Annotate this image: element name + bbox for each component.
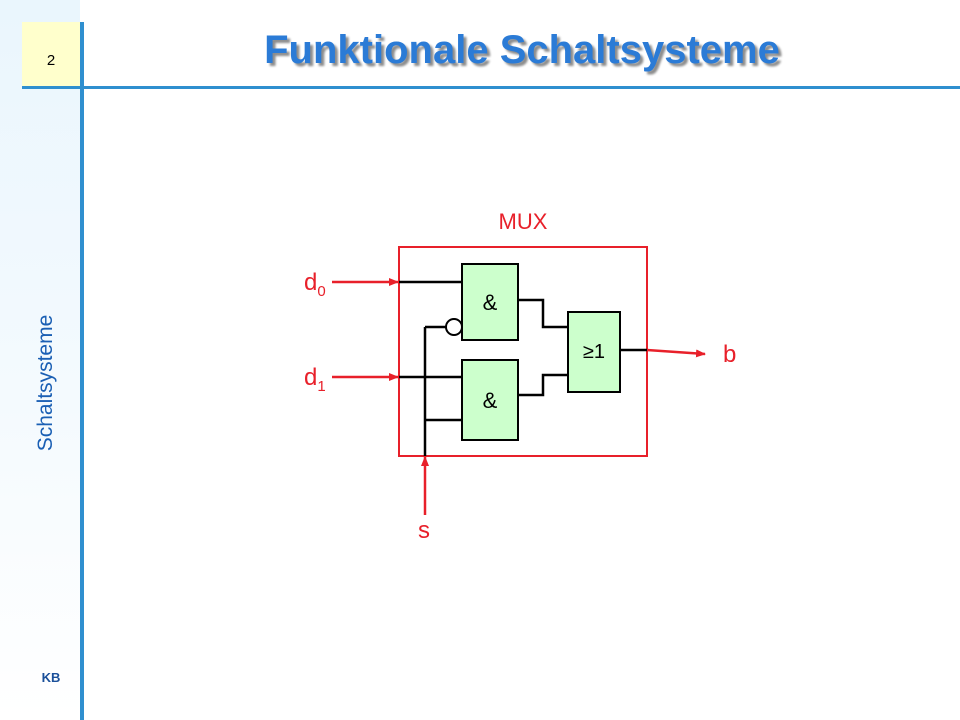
footer-initials: KB [41, 670, 61, 685]
horizontal-rule [22, 86, 960, 89]
mux-label: MUX [499, 209, 548, 234]
vertical-rule [80, 22, 84, 720]
internal-wiring [399, 280, 568, 456]
input-d0-label: d0 [304, 269, 326, 300]
page-title: Funktionale Schaltsysteme [264, 28, 780, 72]
inverter-bubble [445, 318, 463, 336]
or-gate-label: ≥1 [583, 341, 605, 363]
and-gate-bottom [461, 359, 519, 441]
or-gate [567, 311, 621, 393]
output-b-label: b [723, 341, 736, 368]
mux-block-outline [398, 246, 648, 457]
and-gate-top [461, 263, 519, 341]
sidebar-panel [0, 0, 80, 720]
input-d1-label: d1 [304, 364, 326, 395]
input-s-label: s [418, 517, 430, 544]
page-number: 2 [46, 52, 56, 69]
output-b-arrow [646, 348, 706, 358]
and-gate-top-label: & [483, 290, 498, 315]
and-gate-bottom-label: & [483, 388, 498, 413]
page-number-box [22, 22, 80, 88]
